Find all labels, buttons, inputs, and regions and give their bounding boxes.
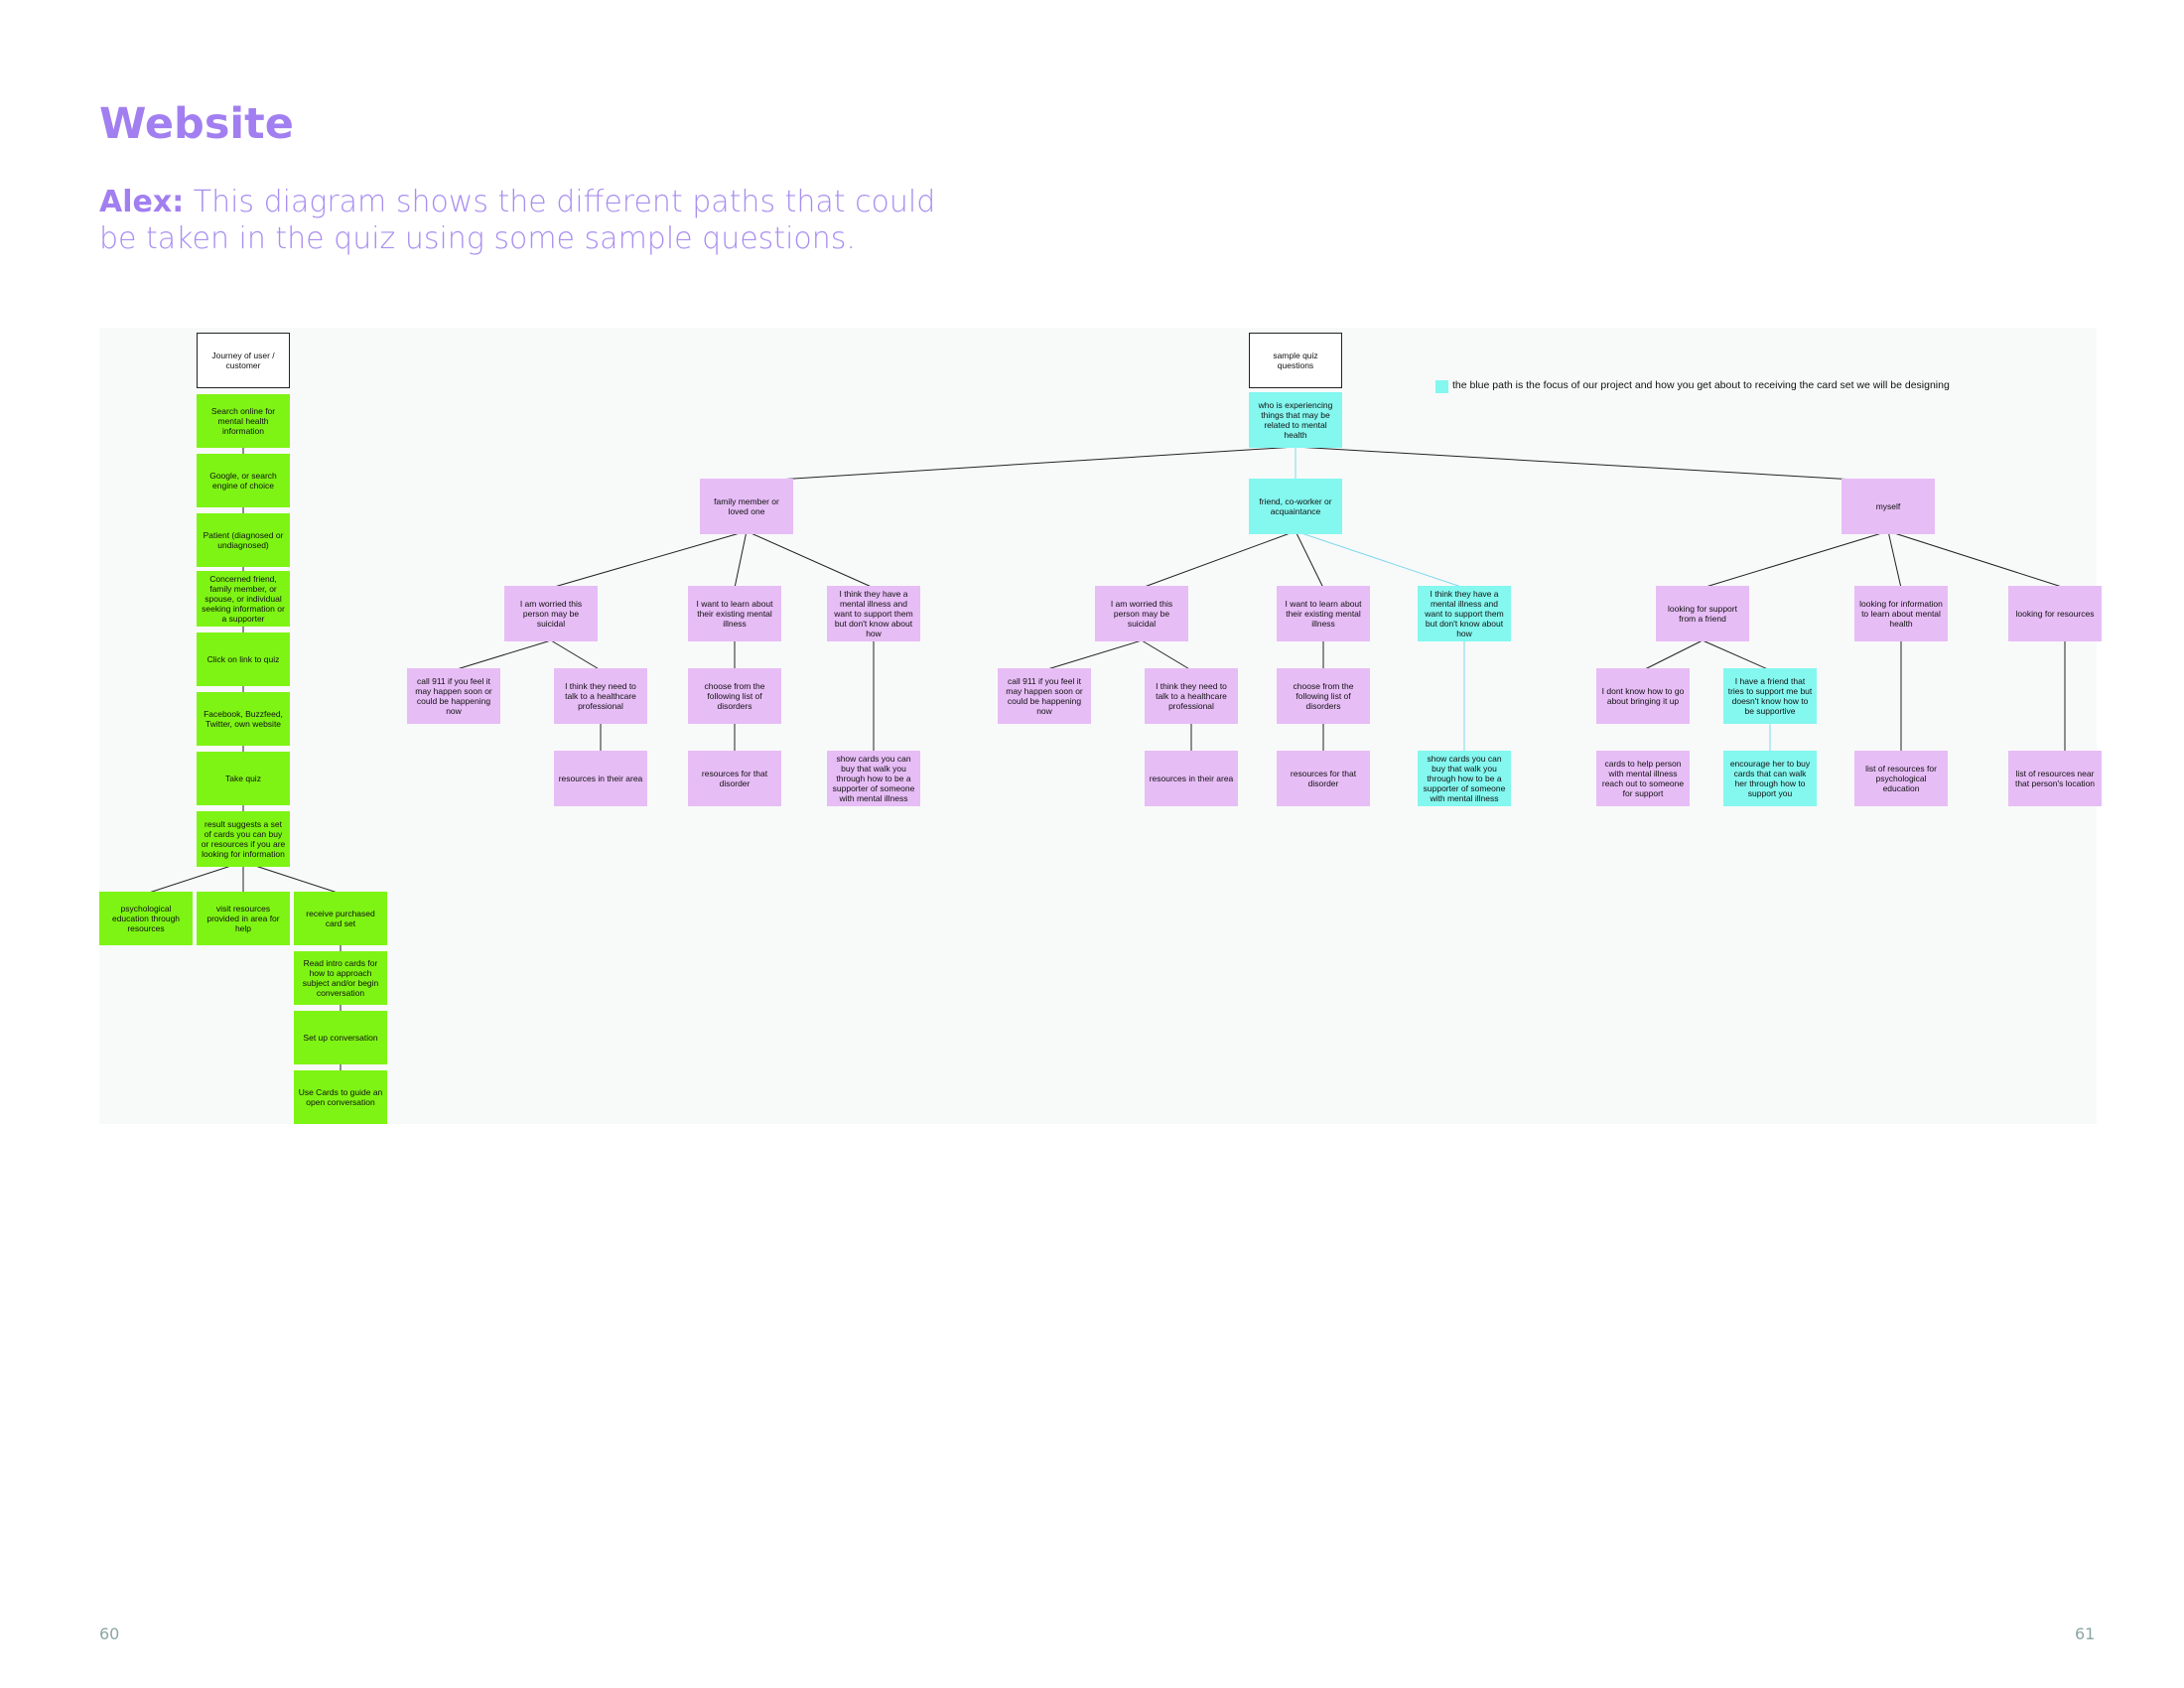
journey-step: Click on link to quiz bbox=[197, 633, 290, 686]
journey-step: Read intro cards for how to approach sub… bbox=[294, 951, 387, 1005]
journey-step: visit resources provided in area for hel… bbox=[197, 892, 290, 945]
quiz-option: I am worried this person may be suicidal bbox=[504, 586, 598, 641]
quiz-option: I think they need to talk to a healthcar… bbox=[1145, 668, 1238, 724]
quiz-result: resources in their area bbox=[554, 751, 647, 806]
diagram-panel bbox=[99, 328, 2097, 1124]
quiz-option: I have a friend that tries to support me… bbox=[1723, 668, 1817, 724]
quiz-result: cards to help person with mental illness… bbox=[1596, 751, 1690, 806]
quiz-option: I want to learn about their existing men… bbox=[688, 586, 781, 641]
intro-lead: Alex: bbox=[99, 185, 185, 219]
quiz-option: I dont know how to go about bringing it … bbox=[1596, 668, 1690, 724]
sample-quiz-header: sample quiz questions bbox=[1249, 333, 1342, 388]
quiz-option: choose from the following list of disord… bbox=[1277, 668, 1370, 724]
quiz-result: list of resources near that person's loc… bbox=[2008, 751, 2102, 806]
quiz-result: list of resources for psychological educ… bbox=[1854, 751, 1948, 806]
quiz-option: I think they have a mental illness and w… bbox=[827, 586, 920, 641]
quiz-result: call 911 if you feel it may happen soon … bbox=[407, 668, 500, 724]
page-number-right: 61 bbox=[2075, 1624, 2096, 1643]
quiz-option: I want to learn about their existing men… bbox=[1277, 586, 1370, 641]
journey-step: Patient (diagnosed or undiagnosed) bbox=[197, 513, 290, 567]
journey-step: Concerned friend, family member, or spou… bbox=[197, 571, 290, 627]
quiz-answer: family member or loved one bbox=[700, 479, 793, 534]
quiz-option: I am worried this person may be suicidal bbox=[1095, 586, 1188, 641]
quiz-result: encourage her to buy cards that can walk… bbox=[1723, 751, 1817, 806]
quiz-option: looking for information to learn about m… bbox=[1854, 586, 1948, 641]
intro-text: Alex: This diagram shows the different p… bbox=[99, 184, 973, 257]
quiz-option: I think they need to talk to a healthcar… bbox=[554, 668, 647, 724]
quiz-answer: myself bbox=[1842, 479, 1935, 534]
quiz-result: resources for that disorder bbox=[688, 751, 781, 806]
journey-step: Search online for mental health informat… bbox=[197, 394, 290, 448]
quiz-option: looking for support from a friend bbox=[1656, 586, 1749, 641]
quiz-option: I think they have a mental illness and w… bbox=[1418, 586, 1511, 641]
quiz-question: who is experiencing things that may be r… bbox=[1249, 392, 1342, 448]
journey-step: receive purchased card set bbox=[294, 892, 387, 945]
journey-step: Set up conversation bbox=[294, 1011, 387, 1064]
journey-step: Take quiz bbox=[197, 752, 290, 805]
journey-step: result suggests a set of cards you can b… bbox=[197, 811, 290, 867]
quiz-result: show cards you can buy that walk you thr… bbox=[1418, 751, 1511, 806]
quiz-option: looking for resources bbox=[2008, 586, 2102, 641]
quiz-result: show cards you can buy that walk you thr… bbox=[827, 751, 920, 806]
journey-header: Journey of user / customer bbox=[197, 333, 290, 388]
page-title: Website bbox=[99, 99, 294, 149]
legend-text: the blue path is the focus of our projec… bbox=[1452, 379, 1950, 391]
quiz-result: resources for that disorder bbox=[1277, 751, 1370, 806]
journey-step: Facebook, Buzzfeed, Twitter, own website bbox=[197, 692, 290, 746]
intro-body: This diagram shows the different paths t… bbox=[99, 185, 936, 256]
legend-swatch bbox=[1435, 380, 1448, 393]
journey-step: Use Cards to guide an open conversation bbox=[294, 1070, 387, 1124]
quiz-answer: friend, co-worker or acquaintance bbox=[1249, 479, 1342, 534]
journey-step: psychological education through resource… bbox=[99, 892, 193, 945]
page-number-left: 60 bbox=[99, 1624, 120, 1643]
quiz-option: choose from the following list of disord… bbox=[688, 668, 781, 724]
journey-step: Google, or search engine of choice bbox=[197, 454, 290, 507]
quiz-result: resources in their area bbox=[1145, 751, 1238, 806]
quiz-result: call 911 if you feel it may happen soon … bbox=[998, 668, 1091, 724]
